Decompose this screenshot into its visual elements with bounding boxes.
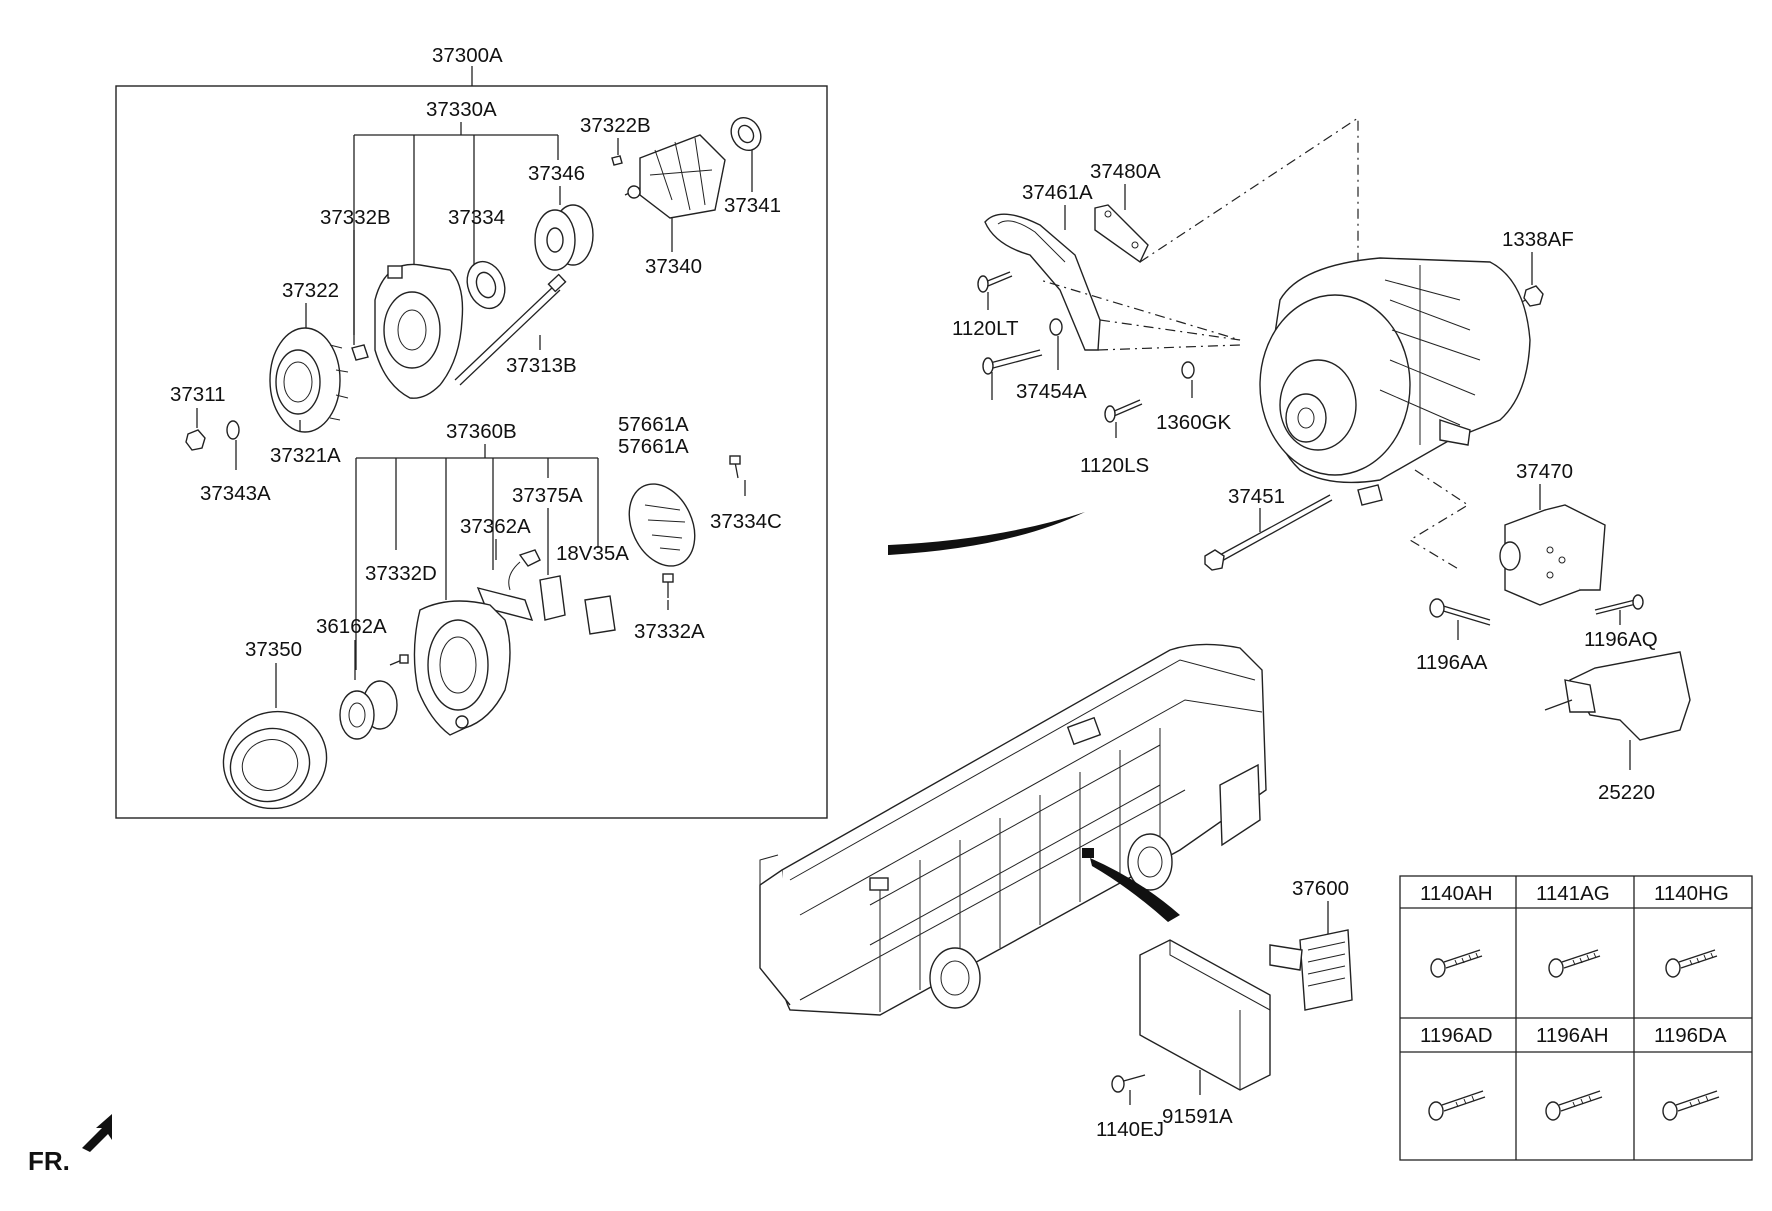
nut-1360GK [1181, 361, 1195, 379]
label-37313B[interactable]: 37313B [506, 354, 577, 377]
pulley-37350 [222, 710, 328, 810]
label-37332D[interactable]: 37332D [365, 562, 437, 585]
bus-callout-swoosh [1090, 858, 1180, 922]
bearing-37341 [730, 116, 762, 152]
label-37332B[interactable]: 37332B [320, 206, 391, 229]
label-37350[interactable]: 37350 [245, 638, 302, 661]
regulator-18V35A [584, 595, 616, 635]
bolt-lower-1120LT [982, 349, 1043, 375]
label-37600[interactable]: 37600 [1292, 877, 1349, 900]
through-bolt-37313B [454, 273, 567, 386]
table-header-1141AG[interactable]: 1141AG [1536, 882, 1610, 905]
bolt-icon [1545, 1090, 1603, 1121]
bracket-37470 [1499, 504, 1606, 606]
screw-37334C [729, 455, 741, 479]
bolt-icon [1548, 949, 1601, 978]
fr-arrow-icon [82, 1114, 112, 1152]
nut-37311 [185, 429, 206, 451]
label-25220[interactable]: 25220 [1598, 781, 1655, 804]
label-37461A[interactable]: 37461A [1022, 181, 1093, 204]
table-header-1196AD[interactable]: 1196AD [1420, 1024, 1493, 1047]
label-1120LT[interactable]: 1120LT [952, 317, 1019, 340]
label-37341[interactable]: 37341 [724, 194, 781, 217]
label-18V35A[interactable]: 18V35A [556, 542, 629, 565]
label-37322B[interactable]: 37322B [580, 114, 651, 137]
label-37321A[interactable]: 37321A [270, 444, 341, 467]
label-37300A[interactable]: 37300A [432, 44, 503, 67]
bolt-1196AA [1429, 598, 1491, 626]
label-57661A-2[interactable]: 57661A [618, 435, 689, 458]
table-header-1196DA[interactable]: 1196DA [1654, 1024, 1727, 1047]
bolt-1120LS [1104, 399, 1143, 423]
label-1196AQ[interactable]: 1196AQ [1584, 628, 1658, 651]
tensioner-25220 [1544, 651, 1691, 741]
spacer-37346 [534, 204, 594, 271]
label-37311[interactable]: 37311 [170, 383, 225, 406]
bolt-icon [1428, 1090, 1486, 1121]
label-37375A[interactable]: 37375A [512, 484, 583, 507]
bracket-37480A [1094, 204, 1149, 264]
washer-37454A [1049, 318, 1063, 336]
alternator [1259, 257, 1531, 506]
table-header-1140HG[interactable]: 1140HG [1654, 882, 1729, 905]
label-37346[interactable]: 37346 [528, 162, 585, 185]
label-37330A[interactable]: 37330A [426, 98, 497, 121]
bolt-icon [1430, 949, 1483, 978]
rear-housing [413, 600, 511, 736]
label-37322[interactable]: 37322 [282, 279, 339, 302]
bushing-36162A [339, 680, 398, 740]
nut-1338AF [1523, 285, 1544, 307]
connector-37362A [476, 549, 541, 622]
brush-holder-37375A [539, 575, 566, 621]
rear-cover-57661A [628, 483, 696, 567]
washer-37343A [226, 420, 240, 440]
box-91591A [1139, 939, 1271, 1091]
regulator-37600 [1269, 929, 1353, 1011]
label-36162A[interactable]: 36162A [316, 615, 387, 638]
label-37360B[interactable]: 37360B [446, 420, 517, 443]
screw-37332D [389, 654, 409, 666]
table-header-1196AH[interactable]: 1196AH [1536, 1024, 1609, 1047]
fastener-table [1399, 875, 1753, 1161]
fan-37322 [269, 327, 349, 433]
label-1120LS[interactable]: 1120LS [1080, 454, 1149, 477]
screw-37332A [662, 573, 674, 598]
bolt-icon [1665, 949, 1718, 978]
label-37332A[interactable]: 37332A [634, 620, 705, 643]
label-37343A[interactable]: 37343A [200, 482, 271, 505]
label-37470[interactable]: 37470 [1516, 460, 1573, 483]
label-37334[interactable]: 37334 [448, 206, 505, 229]
bolt-1196AQ [1594, 594, 1644, 615]
label-1140EJ[interactable]: 1140EJ [1096, 1118, 1164, 1141]
label-91591A[interactable]: 91591A [1162, 1105, 1233, 1128]
bearing-37334 [466, 260, 506, 310]
bus-illustration [759, 643, 1267, 1016]
screw-1140EJ [1111, 1074, 1146, 1093]
table-header-1140AH[interactable]: 1140AH [1420, 882, 1493, 905]
label-1360GK[interactable]: 1360GK [1156, 411, 1232, 434]
label-37340[interactable]: 37340 [645, 255, 702, 278]
front-housing [374, 263, 464, 399]
label-37451[interactable]: 37451 [1228, 485, 1285, 508]
label-57661A-1[interactable]: 57661A [618, 413, 689, 436]
label-37480A[interactable]: 37480A [1090, 160, 1161, 183]
label-37334C[interactable]: 37334C [710, 510, 782, 533]
bolt-icon [1662, 1090, 1720, 1121]
label-37362A[interactable]: 37362A [460, 515, 531, 538]
bolt-1120LT [977, 271, 1013, 293]
front-indicator: FR. [28, 1146, 70, 1176]
callout-swoosh [888, 512, 1085, 555]
bolt-37451 [1204, 494, 1333, 571]
label-1196AA[interactable]: 1196AA [1416, 651, 1488, 674]
screw-37332B [351, 344, 369, 361]
rotor-37340 [624, 134, 726, 219]
label-37454A[interactable]: 37454A [1016, 380, 1087, 403]
label-1338AF[interactable]: 1338AF [1502, 228, 1574, 251]
